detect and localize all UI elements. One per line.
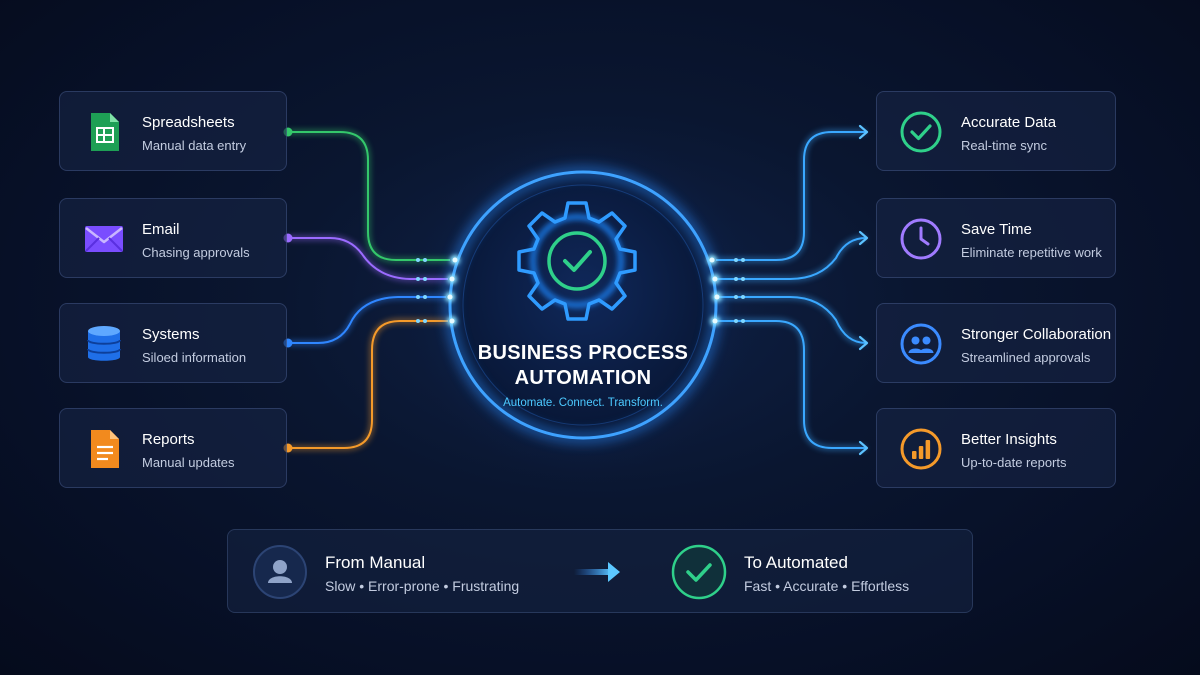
output-title: Accurate Data <box>961 114 1057 131</box>
arrow-right-icon <box>574 558 626 586</box>
output-card-accurate-data: Accurate Data Real-time sync <box>876 91 1116 171</box>
connector-accurate-data <box>716 131 866 261</box>
input-card-systems: Systems Siloed information <box>59 303 287 383</box>
connector-systems <box>288 296 446 344</box>
arrowhead-icon <box>858 335 869 351</box>
output-title: Better Insights <box>961 431 1057 448</box>
check-circle-icon <box>671 544 727 600</box>
connector-reports <box>288 320 448 449</box>
input-title: Systems <box>142 326 200 343</box>
arrowhead-icon <box>858 440 869 456</box>
hub-tagline: Automate. Connect. Transform. <box>503 397 663 409</box>
connector-email <box>288 237 448 280</box>
output-subtitle: Up-to-date reports <box>961 455 1067 470</box>
bar-chart-icon <box>899 427 943 471</box>
transition-panel: From Manual Slow • Error-prone • Frustra… <box>227 529 973 613</box>
arrowhead-icon <box>858 230 869 246</box>
input-subtitle: Manual data entry <box>142 138 247 153</box>
input-card-spreadsheets: Spreadsheets Manual data entry <box>59 91 287 171</box>
input-subtitle: Chasing approvals <box>142 245 250 260</box>
hub-title: BUSINESS PROCESS AUTOMATION <box>450 341 716 391</box>
output-subtitle: Real-time sync <box>961 138 1047 153</box>
team-icon <box>899 322 943 366</box>
connector-spreadsheets <box>288 131 450 261</box>
to-subtitle: Fast • Accurate • Effortless <box>744 578 910 594</box>
input-subtitle: Siloed information <box>142 350 247 365</box>
output-card-insights: Better Insights Up-to-date reports <box>876 408 1116 488</box>
to-title: To Automated <box>744 553 848 572</box>
hub-title-line1: BUSINESS PROCESS <box>477 342 689 364</box>
email-icon <box>82 217 126 261</box>
user-icon <box>252 544 308 600</box>
connector-insights <box>716 320 866 449</box>
from-title: From Manual <box>325 553 426 572</box>
input-title: Spreadsheets <box>142 114 235 131</box>
output-card-save-time: Save Time Eliminate repetitive work <box>876 198 1116 278</box>
spreadsheet-icon <box>82 110 126 154</box>
from-subtitle: Slow • Error-prone • Frustrating <box>325 578 520 594</box>
hub-ring <box>448 170 718 440</box>
input-card-email: Email Chasing approvals <box>59 198 287 278</box>
gear-check-icon <box>517 201 637 321</box>
database-icon <box>82 322 126 366</box>
input-title: Reports <box>142 431 195 448</box>
connector-save-time <box>716 237 867 280</box>
clock-icon <box>899 217 943 261</box>
output-subtitle: Streamlined approvals <box>961 350 1091 365</box>
input-card-reports: Reports Manual updates <box>59 408 287 488</box>
hub-title-line2: AUTOMATION <box>514 367 652 389</box>
arrowhead-icon <box>858 124 869 140</box>
output-title: Save Time <box>961 221 1032 238</box>
input-subtitle: Manual updates <box>142 455 235 470</box>
output-title: Stronger Collaboration <box>961 326 1112 343</box>
connector-collaboration <box>718 296 867 344</box>
output-card-collaboration: Stronger Collaboration Streamlined appro… <box>876 303 1116 383</box>
report-icon <box>82 427 126 471</box>
input-title: Email <box>142 221 180 238</box>
check-circle-icon <box>899 110 943 154</box>
output-subtitle: Eliminate repetitive work <box>961 245 1102 260</box>
